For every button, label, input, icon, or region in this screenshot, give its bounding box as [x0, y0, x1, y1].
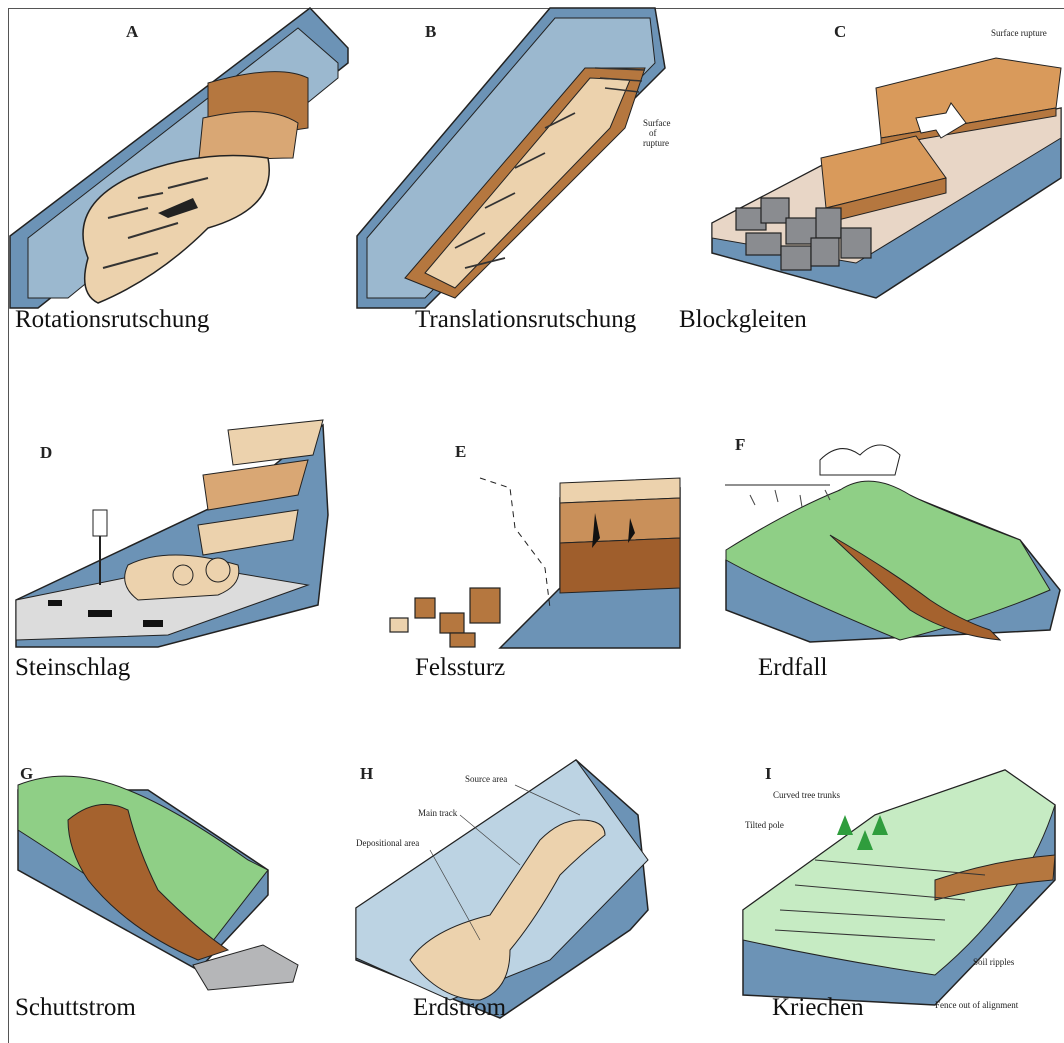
panel-c-block-slide: Surface rupture C — [706, 8, 1064, 308]
label-surface-rupture: Surface rupture — [991, 28, 1047, 38]
panel-letter: B — [425, 22, 436, 42]
panel-letter: E — [455, 442, 466, 462]
panel-letter: A — [126, 22, 138, 42]
panel-b-translational-slide: Surface of rupture B — [355, 8, 695, 308]
caption-debris-flow: Schuttstrom — [15, 994, 136, 1022]
label-rupture: rupture — [643, 138, 669, 148]
panel-letter: G — [20, 764, 33, 784]
creep-illustration: Curved tree trunks Tilted pole Soil ripp… — [735, 760, 1064, 1020]
label-of: of — [649, 128, 657, 138]
caption-translational-slide: Translationsrutschung — [415, 306, 636, 334]
caption-rockfall: Steinschlag — [15, 654, 130, 682]
rockfall-illustration — [8, 415, 348, 647]
translational-slide-illustration: Surface of rupture — [355, 8, 695, 308]
rotational-slide-illustration — [8, 8, 348, 308]
label-depositional-area: Depositional area — [356, 838, 419, 848]
caption-rock-topple: Felssturz — [415, 654, 505, 682]
label-tilted-pole: Tilted pole — [745, 820, 784, 830]
rock-topple-illustration — [380, 438, 680, 648]
erdstrom-illustration: Source area Main track Depositional area — [350, 760, 690, 1020]
label-soil-ripples: Soil ripples — [973, 957, 1015, 967]
caption-erdfall: Erdfall — [758, 654, 827, 682]
caption-creep: Kriechen — [772, 994, 864, 1022]
panel-i-creep: Curved tree trunks Tilted pole Soil ripp… — [735, 760, 1064, 1020]
block-slide-illustration: Surface rupture — [706, 8, 1064, 308]
panel-a-rotational-slide: A — [8, 8, 348, 308]
panel-g-debris-flow: G — [8, 760, 308, 1020]
panel-letter: C — [834, 22, 846, 42]
panel-d-rockfall: D — [8, 415, 348, 647]
caption-block-slide: Blockgleiten — [679, 306, 807, 334]
panel-letter: F — [735, 435, 745, 455]
debris-flow-illustration — [8, 760, 308, 1020]
caption-earthflow: Erdstrom — [413, 994, 506, 1022]
label-main-track: Main track — [418, 808, 458, 818]
erdfall-illustration — [720, 430, 1060, 650]
label-fence-out-of-alignment: Fence out of alignment — [935, 1000, 1019, 1010]
panel-letter: D — [40, 443, 52, 463]
label-surface: Surface — [643, 118, 670, 128]
panel-letter: H — [360, 764, 373, 784]
panel-letter: I — [765, 764, 772, 784]
label-source-area: Source area — [465, 774, 507, 784]
caption-rotational-slide: Rotationsrutschung — [15, 306, 209, 334]
label-curved-tree-trunks: Curved tree trunks — [773, 790, 840, 800]
panel-f-earthflow-hillside: F — [720, 430, 1060, 650]
panel-h-earthflow: Source area Main track Depositional area… — [350, 760, 690, 1020]
panel-e-rock-topple: E — [380, 438, 680, 648]
